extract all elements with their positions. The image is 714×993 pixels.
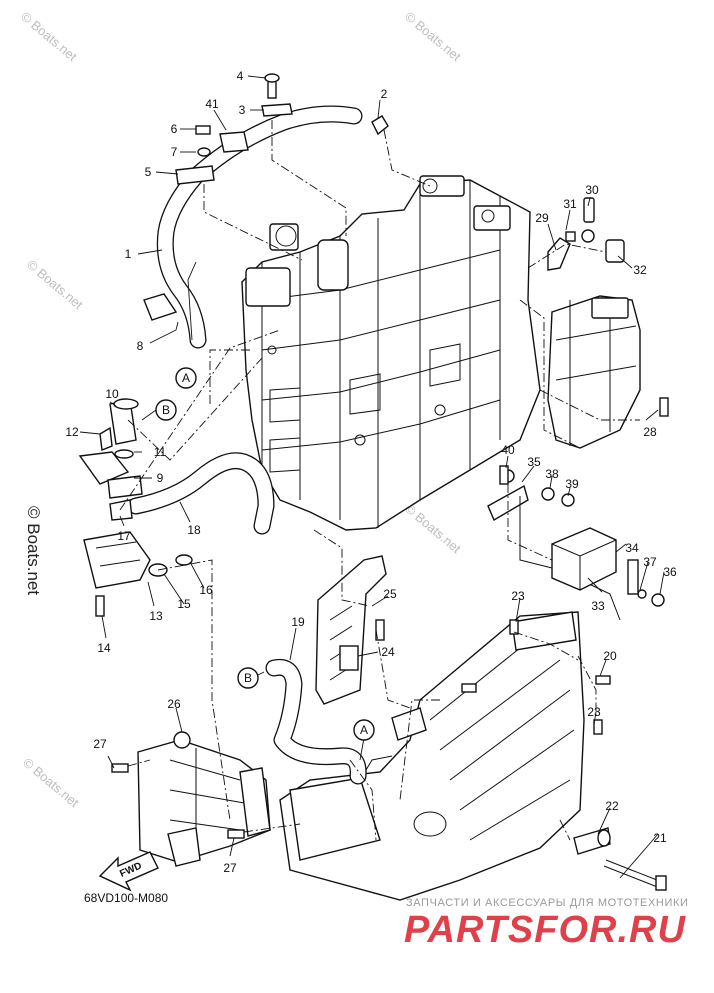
callout-23a: 23: [511, 589, 525, 603]
callout-8: 8: [137, 339, 144, 353]
watermark-1: © Boats.net: [18, 9, 80, 65]
connector-a-label: A: [182, 371, 190, 385]
callout-33: 33: [591, 599, 605, 613]
callout-41: 41: [205, 97, 219, 111]
callout-16: 16: [199, 583, 213, 597]
callout-29: 29: [535, 211, 549, 225]
hose-19: [265, 658, 367, 785]
callout-40: 40: [501, 443, 515, 457]
callout-34: 34: [625, 541, 639, 555]
leader-lines: [79, 75, 665, 879]
callout-14: 14: [97, 641, 111, 655]
callout-6: 6: [171, 122, 178, 136]
callout-30: 30: [585, 183, 599, 197]
connector-b-bottom: B: [237, 667, 259, 689]
engine-block: [241, 175, 541, 531]
bracket-24: [315, 555, 387, 705]
connector-b-top: B: [155, 399, 177, 421]
callout-39: 39: [565, 477, 579, 491]
callout-27a: 27: [93, 737, 107, 751]
callout-36: 36: [663, 565, 677, 579]
watermark-5: © Boats.net: [20, 755, 82, 811]
callouts: 1 2 3 4 5 6 7 8 9 10 11 12 13 14 15 16 1…: [65, 69, 677, 875]
callout-15: 15: [177, 597, 191, 611]
watermark-2: © Boats.net: [402, 9, 464, 65]
callout-10: 10: [105, 387, 119, 401]
hose-18: [127, 452, 275, 535]
callout-37: 37: [643, 555, 657, 569]
callout-13: 13: [149, 609, 163, 623]
callout-35: 35: [527, 455, 541, 469]
callout-11: 11: [154, 445, 167, 459]
brand-tagline: ЗАПЧАСТИ И АКСЕССУАРЫ ДЛЯ МОТОТЕХНИКИ: [406, 897, 688, 909]
callout-24: 24: [381, 645, 395, 659]
callout-20: 20: [603, 649, 617, 663]
upper-right-component: [547, 197, 641, 449]
callout-22: 22: [605, 799, 619, 813]
callout-32: 32: [633, 263, 647, 277]
callout-28: 28: [643, 425, 657, 439]
callout-18: 18: [187, 523, 201, 537]
hose-1: [156, 105, 363, 349]
callout-9: 9: [157, 471, 164, 485]
callout-25: 25: [383, 587, 397, 601]
watermark-3: © Boats.net: [24, 257, 86, 313]
callout-3: 3: [239, 103, 246, 117]
watermark-side: © Boats.net: [24, 506, 43, 595]
connector-b-label: B: [162, 403, 170, 417]
callout-4: 4: [237, 69, 244, 83]
brand-name: PARTSFOR.RU: [404, 909, 686, 951]
callout-23b: 23: [587, 705, 601, 719]
callout-19: 19: [291, 615, 305, 629]
connector-a-top: A: [175, 367, 197, 389]
callout-1: 1: [125, 247, 132, 261]
callout-7: 7: [171, 145, 178, 159]
fwd-arrow: FWD: [98, 851, 159, 892]
callout-26: 26: [167, 697, 181, 711]
connector-a-label: A: [360, 723, 368, 737]
callout-17: 17: [117, 529, 131, 543]
diagram-code: 68VD100-M080: [84, 891, 168, 905]
connector-a-bottom: A: [353, 719, 375, 741]
assembly-lines: [119, 120, 640, 841]
callout-27b: 27: [223, 861, 237, 875]
callout-38: 38: [545, 467, 559, 481]
callout-2: 2: [381, 87, 388, 101]
small-parts-left: [78, 73, 669, 891]
cover-26: [137, 731, 271, 867]
watermark-4: © Boats.net: [402, 501, 464, 557]
callout-21: 21: [653, 831, 667, 845]
connector-b-label: B: [244, 671, 252, 685]
callout-31: 31: [563, 197, 577, 211]
callout-5: 5: [145, 165, 152, 179]
callout-12: 12: [65, 425, 79, 439]
